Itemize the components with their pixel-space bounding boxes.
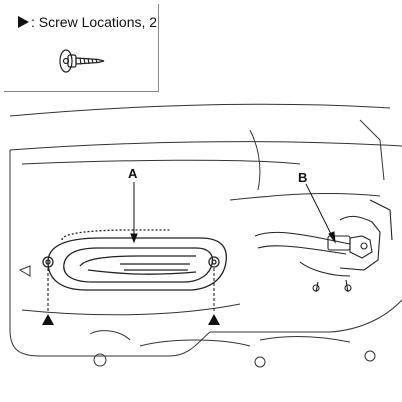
legend-box: : Screw Locations, 2 [4,4,159,92]
trunk-lock-assembly [254,199,393,293]
callout-a-label: A [128,166,138,181]
triangle-right-icon [18,16,29,28]
triangle-up-icon [42,314,54,325]
callout-b-leader [305,183,335,241]
handle-assembly [42,229,228,291]
legend-label: : Screw Locations, 2 [18,14,157,30]
callout-b-label: B [298,170,308,185]
screw-icon [59,49,105,73]
trunk-lid-outline [9,103,391,117]
legend-text: : Screw Locations, 2 [31,14,158,30]
triangle-up-icon [208,314,220,325]
